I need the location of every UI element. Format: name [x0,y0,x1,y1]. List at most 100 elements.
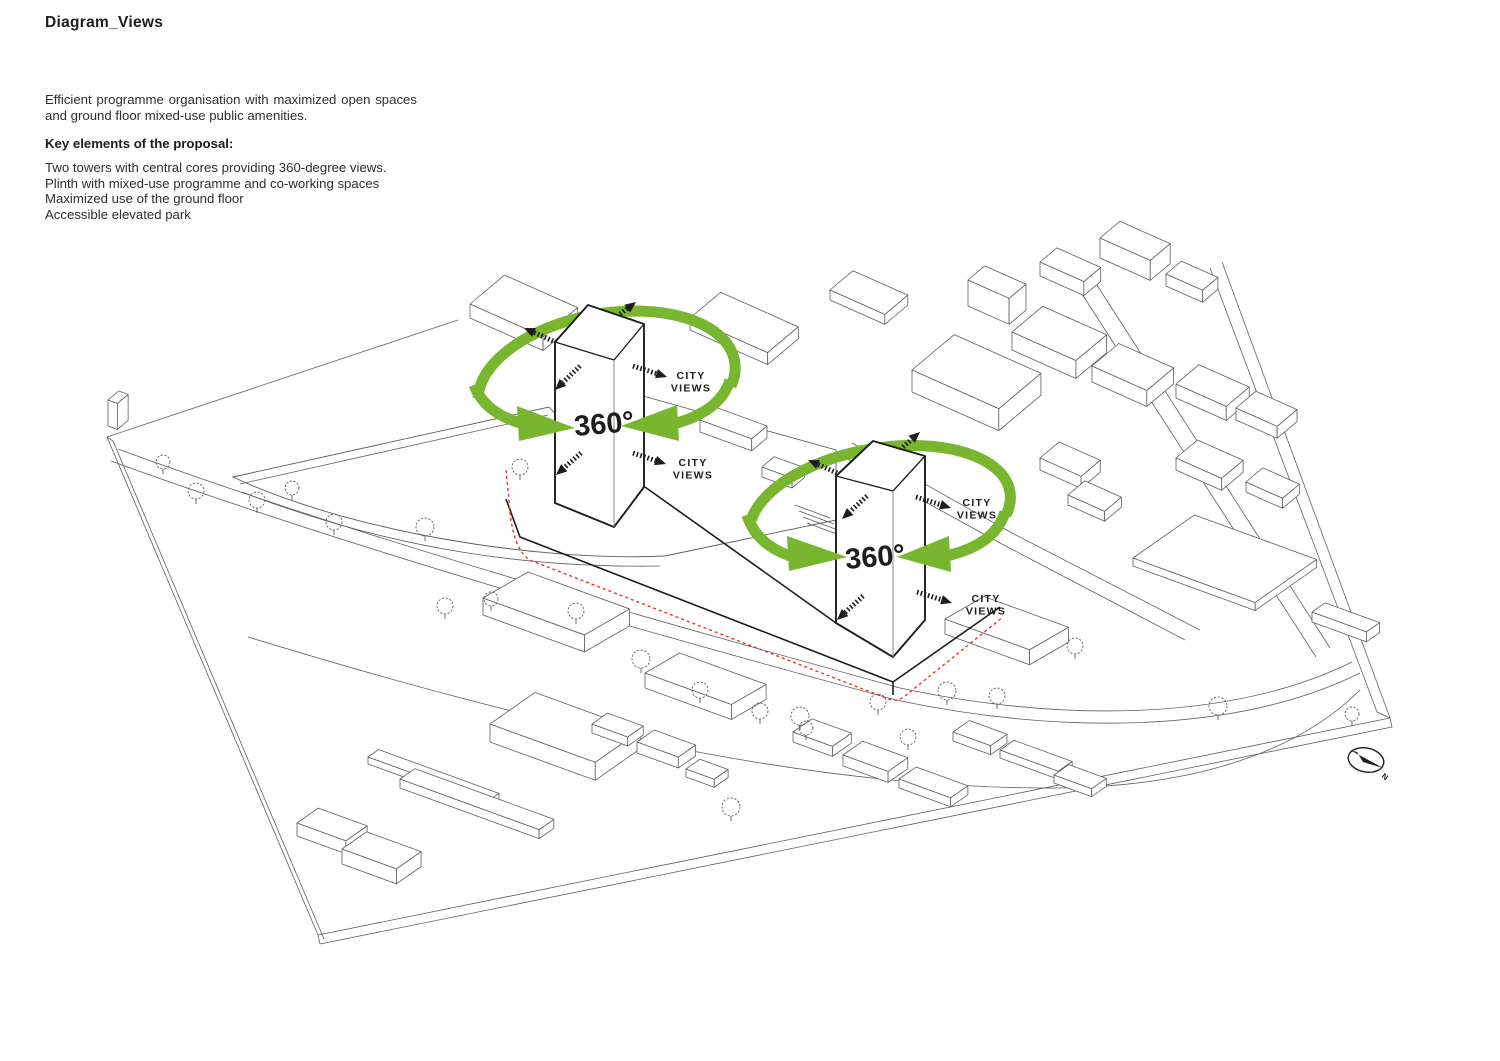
context-building [944,596,1069,666]
context-building [1039,441,1101,489]
detail-line [798,510,835,525]
detail-line [802,516,839,531]
context-building [1175,439,1244,491]
svg-text:N: N [1380,771,1390,782]
tree [869,693,887,715]
svg-text:VIEWS: VIEWS [673,470,713,482]
key-elements-list: Two towers with central cores providing … [45,160,387,222]
tree [325,513,343,535]
view-arrow-icon [556,451,583,475]
context-building [1011,305,1107,379]
view-arrow-icon [555,364,582,390]
context-building [829,270,909,325]
svg-text:CITY: CITY [676,370,705,382]
context-building [842,740,909,783]
rotation-arrowhead-icon [787,536,847,571]
intro-block: Diagram_Views [45,14,421,32]
page-title: Diagram_Views [45,14,164,31]
context-building [685,758,729,788]
context-building [636,729,696,769]
road-line [241,491,661,567]
tree [1344,706,1360,726]
plinth-outline [644,486,837,624]
site-boundary [106,436,325,940]
detail-line [794,504,831,519]
rotation-ring-front [671,378,736,430]
tree [155,454,171,474]
context-building [911,334,1042,432]
rotation-arrowhead-icon [897,536,951,572]
rotation-ring-front [468,382,522,429]
tree [483,591,499,611]
view-arrow-icon [837,594,865,620]
view-arrow-icon [915,494,951,510]
key-element-item: Two towers with central cores providing … [45,160,387,175]
key-element-item: Maximized use of the ground floor [45,191,244,207]
tree [187,482,205,504]
context-building [1165,260,1219,303]
intro-paragraph: Efficient programme organisation with ma… [45,92,417,123]
context-building [399,768,555,840]
context-building [1235,390,1298,439]
view-arrow-icon [901,432,920,449]
site-boundary [317,717,1393,945]
plinth-outline [505,498,1001,683]
svg-text:VIEWS: VIEWS [966,606,1006,618]
tree [899,728,917,750]
svg-text:CITY: CITY [971,593,1000,605]
key-element-item: Accessible elevated park [45,206,191,222]
svg-text:CITY: CITY [962,497,991,509]
context-building [1099,220,1171,281]
view-arrow-icon [524,328,555,344]
road-line [106,319,459,438]
context-building [1053,764,1107,798]
context-building [898,766,969,808]
svg-text:CITY: CITY [678,457,707,469]
tree [1208,696,1228,720]
tree [988,687,1006,709]
tree [436,597,454,619]
site-boundary-red-dashed [505,469,1004,701]
rotation-degrees-label: 360° [844,539,907,576]
site-boundary [106,261,1391,936]
context-building [341,831,422,885]
rotation-arrowhead-icon [621,405,679,441]
view-arrow-icon [808,460,839,476]
left-tower [554,304,645,528]
road-line [110,460,1361,724]
tree [790,706,810,730]
context-building [107,390,129,430]
context-building [1091,343,1175,407]
north-compass-icon: N [1347,746,1390,782]
rotation-ring-front [741,513,792,562]
tree [691,681,709,703]
tree [631,649,651,673]
tree [415,517,435,541]
site-boundary [1209,267,1391,719]
context-building [1245,467,1300,509]
context-building [952,720,1008,756]
view-arrow-icon [632,450,666,466]
tree [798,720,814,740]
key-elements-heading: Key elements of the proposal: [45,136,234,151]
tree [1066,637,1084,659]
detail-line [239,414,549,485]
svg-text:VIEWS: VIEWS [957,510,997,522]
context-building [967,265,1027,325]
tree [248,491,266,513]
context-building [482,571,630,653]
svg-text:VIEWS: VIEWS [671,383,711,395]
view-arrow-icon [618,302,636,317]
context-building [591,712,644,747]
context-building [1067,480,1122,522]
view-arrow-icon [632,363,667,379]
context-building [644,652,767,720]
rotation-degrees-label: 360° [573,406,636,443]
key-element-item: Plinth with mixed-use programme and co-w… [45,175,380,191]
rotation-ring-front [944,510,1011,562]
tree [511,458,529,480]
